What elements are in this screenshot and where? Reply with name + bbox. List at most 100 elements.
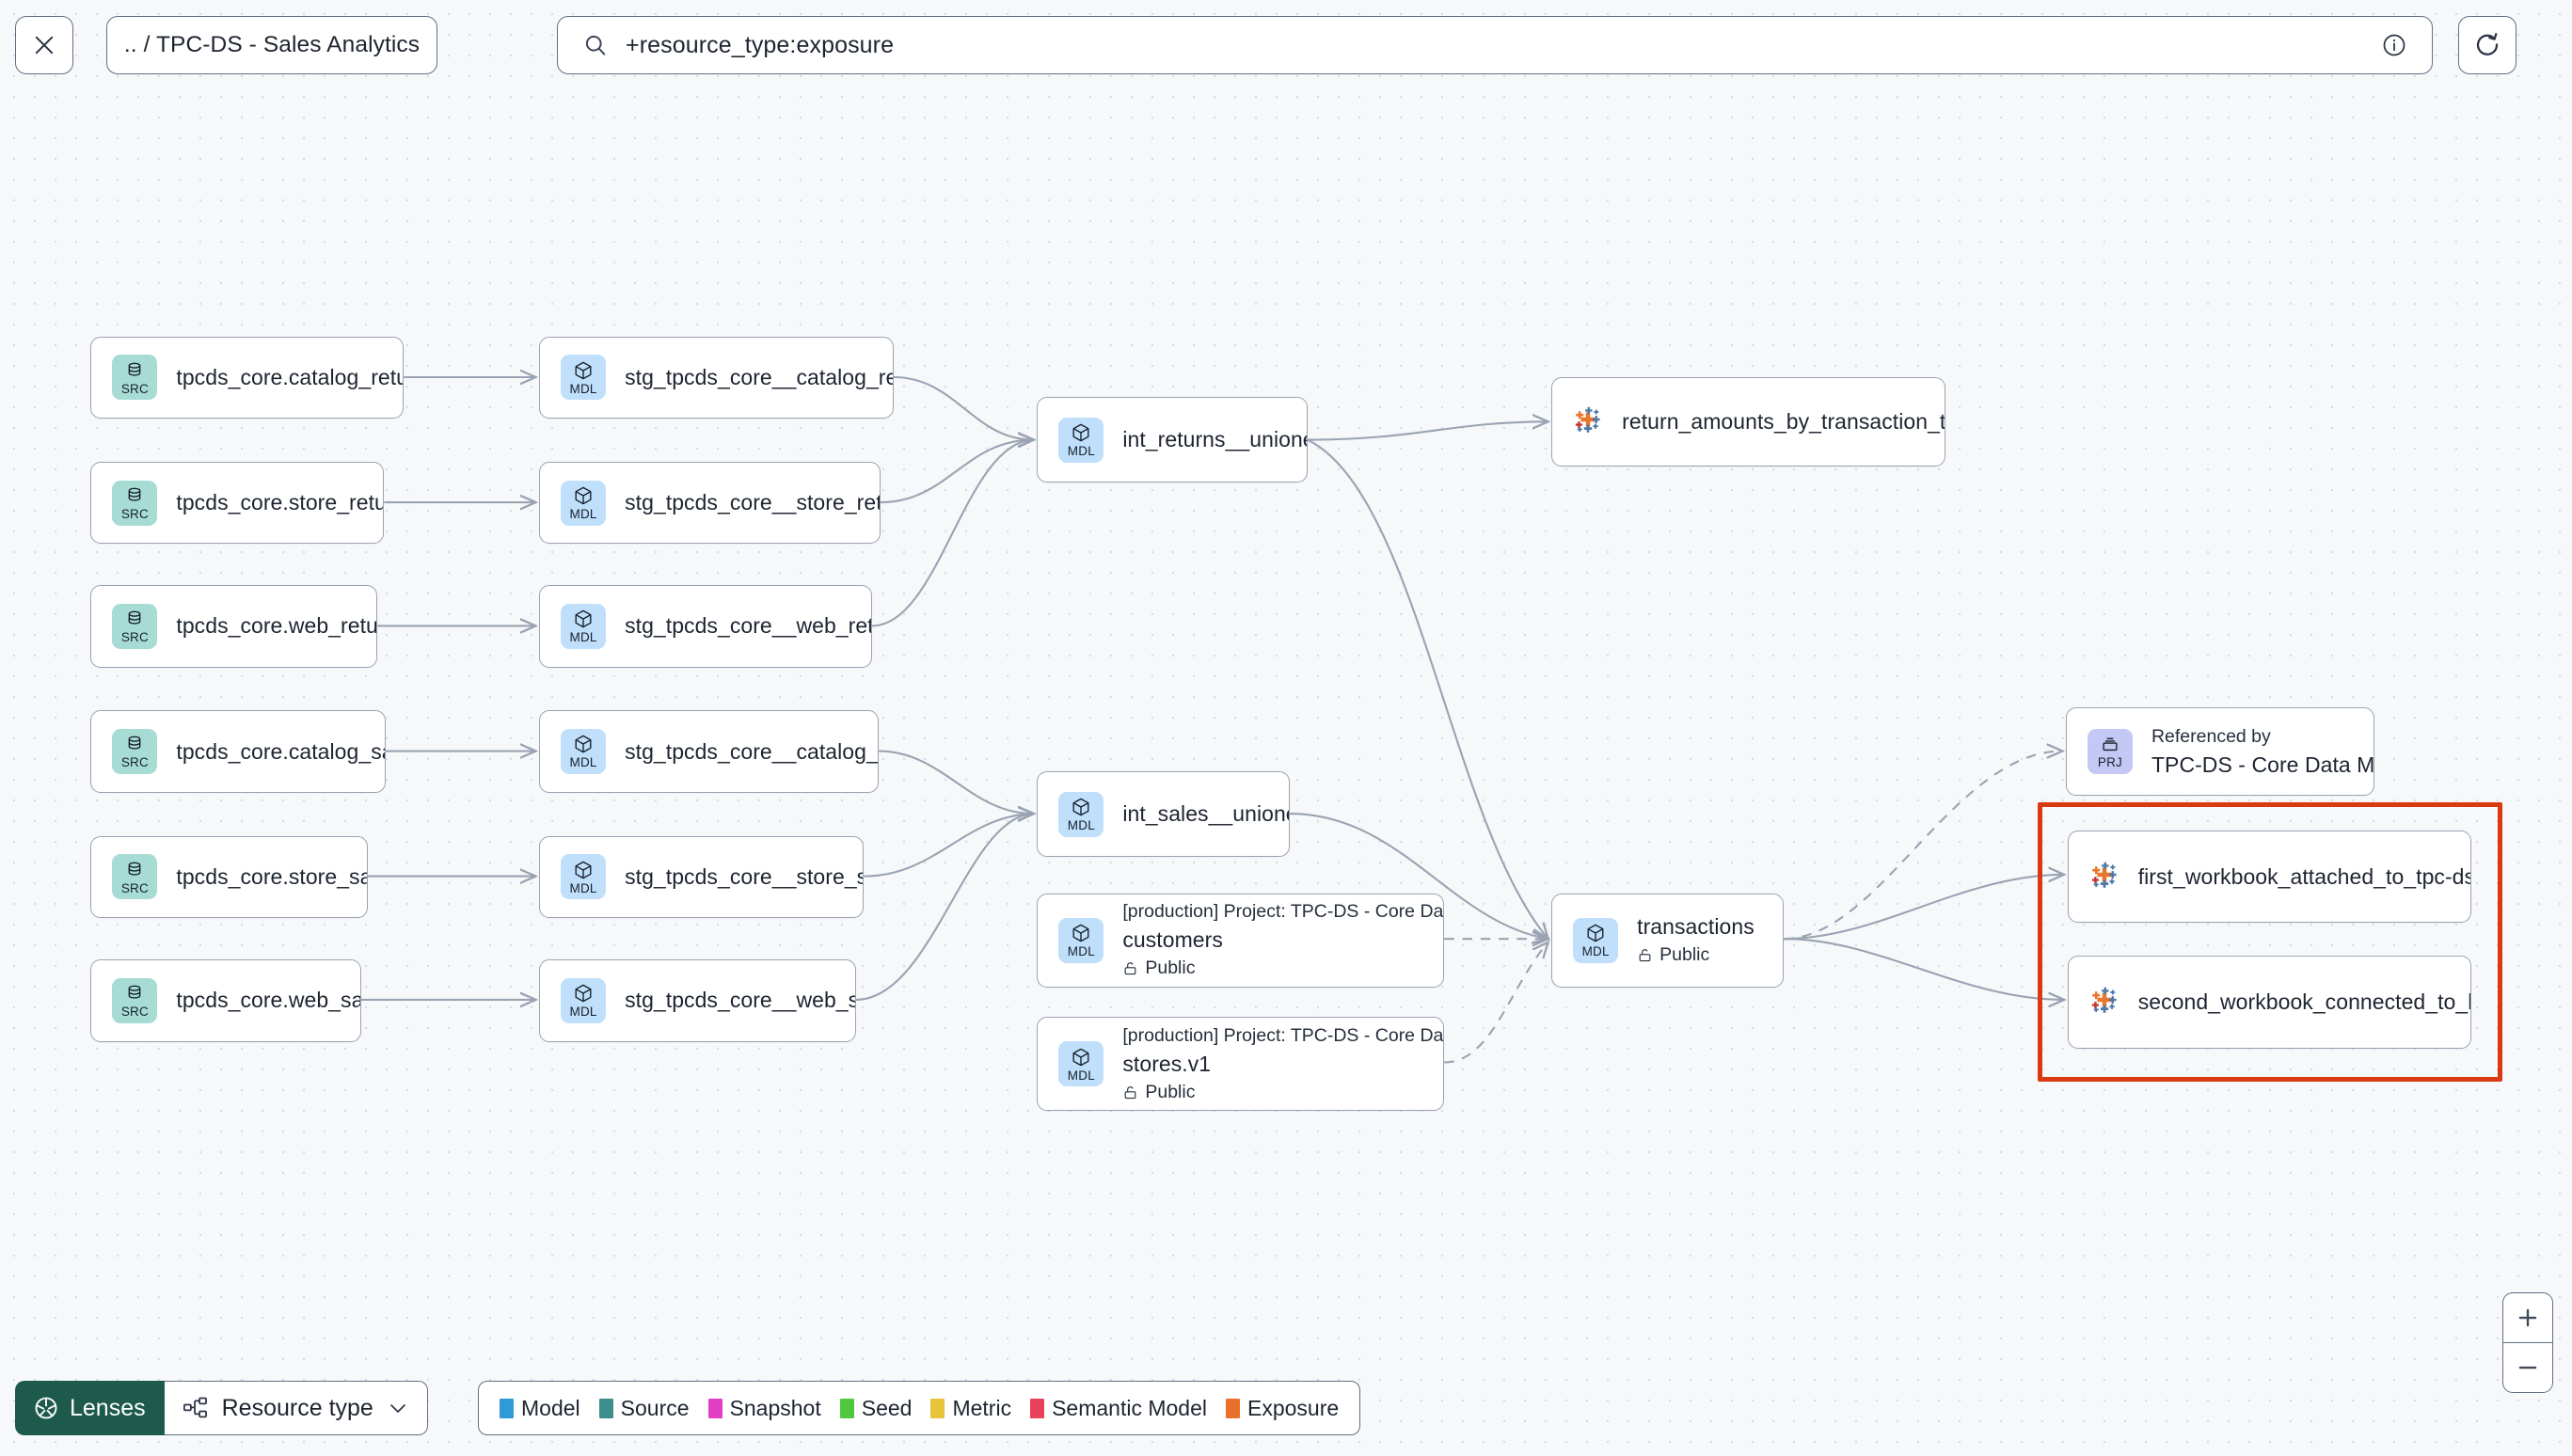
node-title: stg_tpcds_core__store_returns	[625, 490, 880, 515]
graph-node-second_workbook[interactable]: second_workbook_connected_to_live…	[2067, 956, 2472, 1049]
legend-item-snapshot[interactable]: Snapshot	[707, 1396, 821, 1421]
node-subtitle: [production] Project: TPC-DS - Core Data…	[1122, 901, 1444, 923]
node-type-badge-mdl: MDL	[561, 355, 607, 401]
resource-type-legend: Model Source Snapshot Seed Metric Semantic Mo…	[478, 1381, 1361, 1435]
graph-node-src_store_returns[interactable]: SRC tpcds_core.store_returns	[90, 461, 385, 545]
cube-icon	[1585, 923, 1606, 943]
minus-icon	[2518, 1366, 2537, 1369]
node-label-wrap: tpcds_core.store_returns	[176, 490, 383, 515]
search-icon	[582, 32, 609, 58]
node-title: stg_tpcds_core__web_sales	[625, 988, 855, 1013]
node-title: second_workbook_connected_to_live…	[2137, 989, 2471, 1015]
cube-icon	[573, 360, 594, 381]
node-title: tpcds_core.store_returns	[176, 490, 384, 515]
top-bar: .. / TPC-DS - Sales Analytics +resource_…	[0, 0, 2572, 109]
legend-swatch	[598, 1398, 613, 1418]
breadcrumb[interactable]: .. / TPC-DS - Sales Analytics	[106, 16, 437, 74]
node-subtitle: [production] Project: TPC-DS - Core Data…	[1122, 1024, 1444, 1046]
legend-label: Model	[521, 1395, 580, 1420]
node-label-wrap: second_workbook_connected_to_live…	[2138, 989, 2470, 1015]
node-label-wrap: stg_tpcds_core__catalog_returns	[625, 365, 893, 390]
node-type-badge-mdl: MDL	[561, 603, 607, 649]
badge-label: PRJ	[2097, 755, 2122, 770]
cube-icon	[573, 983, 594, 1004]
badge-label: MDL	[569, 1005, 597, 1020]
badge-label: SRC	[120, 381, 149, 396]
node-type-badge-mdl: MDL	[1058, 791, 1104, 837]
node-visibility-label: Public	[1145, 957, 1196, 979]
graph-node-stg_web_sales[interactable]: MDL stg_tpcds_core__web_sales	[539, 958, 856, 1042]
zoom-in-button[interactable]	[2503, 1293, 2552, 1342]
node-title: first_workbook_attached_to_tpc-ds_-_…	[2137, 863, 2471, 889]
badge-label: MDL	[1581, 944, 1610, 959]
lenses-button[interactable]: Lenses	[15, 1381, 165, 1435]
legend-swatch	[707, 1398, 722, 1418]
tableau-icon	[2089, 985, 2120, 1020]
legend-item-metric[interactable]: Metric	[930, 1396, 1011, 1421]
node-title: stg_tpcds_core__store_sales	[625, 863, 864, 889]
resource-type-dropdown[interactable]: Resource type	[164, 1381, 428, 1435]
bottom-toolbar: Lenses Resource type	[15, 1381, 428, 1435]
node-type-badge-mdl: MDL	[1573, 917, 1619, 963]
graph-node-int_sales_unioned[interactable]: MDL int_sales__unioned	[1037, 771, 1290, 858]
node-type-badge-src: SRC	[112, 480, 158, 526]
graph-node-customers[interactable]: MDL[production] Project: TPC-DS - Core D…	[1037, 893, 1445, 988]
database-icon	[124, 983, 145, 1004]
badge-label: SRC	[120, 1005, 149, 1020]
legend-item-exposure[interactable]: Exposure	[1226, 1396, 1339, 1421]
close-button[interactable]	[15, 16, 73, 74]
node-label-wrap: stg_tpcds_core__store_sales	[625, 864, 863, 890]
chevron-down-icon	[387, 1397, 409, 1419]
graph-node-stg_catalog_returns[interactable]: MDL stg_tpcds_core__catalog_returns	[539, 336, 894, 419]
legend-item-semantic-model[interactable]: Semantic Model	[1030, 1396, 1207, 1421]
graph-node-stg_web_returns[interactable]: MDL stg_tpcds_core__web_returns	[539, 585, 873, 668]
node-visibility: Public	[1637, 944, 1754, 966]
node-title: stg_tpcds_core__web_returns	[625, 613, 872, 639]
graph-node-stores_v1[interactable]: MDL[production] Project: TPC-DS - Core D…	[1037, 1017, 1445, 1112]
node-label-wrap: stg_tpcds_core__web_sales	[625, 988, 854, 1013]
legend-item-model[interactable]: Model	[500, 1396, 580, 1421]
node-label-wrap: int_sales__unioned	[1122, 801, 1288, 827]
node-label-wrap: [production] Project: TPC-DS - Core Data…	[1122, 1025, 1443, 1103]
close-icon	[35, 36, 54, 55]
zoom-out-button[interactable]	[2503, 1342, 2552, 1392]
info-icon[interactable]	[2381, 32, 2407, 58]
node-label-wrap: tpcds_core.catalog_returns	[176, 365, 403, 390]
tableau-icon	[1573, 404, 1603, 439]
breadcrumb-label: .. / TPC-DS - Sales Analytics	[123, 32, 421, 57]
legend-swatch	[930, 1398, 945, 1418]
unlock-icon	[1122, 960, 1138, 976]
node-type-badge-src: SRC	[112, 854, 158, 900]
node-visibility: Public	[1122, 957, 1443, 979]
graph-node-src_catalog_returns[interactable]: SRC tpcds_core.catalog_returns	[90, 336, 405, 419]
refresh-button[interactable]	[2458, 16, 2516, 74]
legend-item-seed[interactable]: Seed	[839, 1395, 913, 1421]
cube-icon	[573, 734, 594, 754]
graph-node-return_amounts[interactable]: return_amounts_by_transaction_type	[1551, 377, 1946, 467]
legend-item-source[interactable]: Source	[598, 1396, 690, 1421]
graph-node-first_workbook[interactable]: first_workbook_attached_to_tpc-ds_-_…	[2067, 831, 2472, 924]
node-visibility-label: Public	[1659, 944, 1710, 966]
aperture-icon	[33, 1395, 59, 1421]
badge-label: MDL	[1067, 444, 1095, 459]
project-icon	[2100, 734, 2120, 754]
badge-label: SRC	[120, 880, 149, 895]
legend-label: Seed	[861, 1395, 913, 1420]
graph-node-src_store_sales[interactable]: SRC tpcds_core.store_sales	[90, 835, 368, 919]
search-input[interactable]: +resource_type:exposure	[557, 16, 2433, 74]
node-label-wrap: tpcds_core.store_sales	[176, 864, 366, 890]
database-icon	[124, 360, 145, 381]
badge-label: MDL	[1067, 818, 1095, 832]
plus-icon	[2518, 1308, 2537, 1327]
